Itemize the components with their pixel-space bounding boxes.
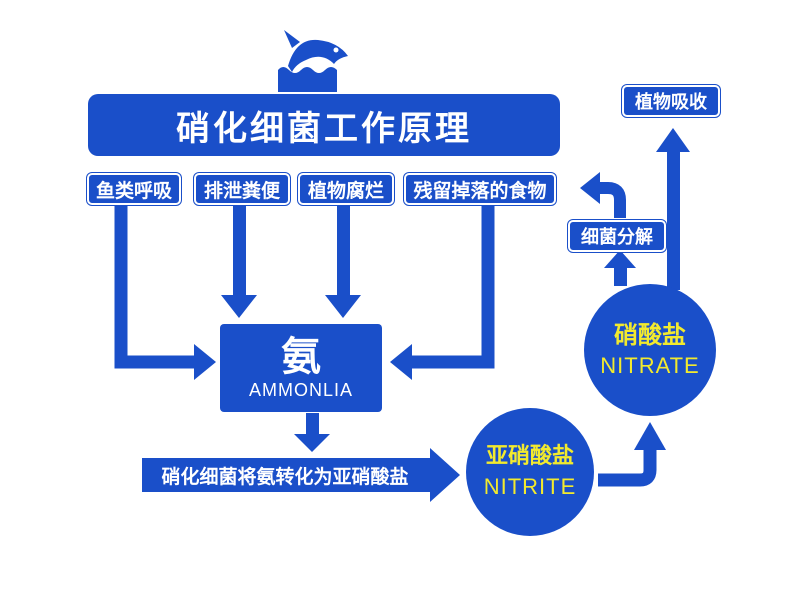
plant-absorb-box: 植物吸收 [622,85,720,117]
source-leftover-food: 残留掉落的食物 [404,173,556,205]
bacteria-decompose-box: 细菌分解 [568,220,666,252]
page-title: 硝化细菌工作原理 [88,94,560,156]
nitrite-circle: 亚硝酸盐 NITRITE [466,408,594,536]
nitrate-circle: 硝酸盐 NITRATE [584,284,716,416]
nitrite-cn-label: 亚硝酸盐 [485,444,574,469]
arrow-fish-breath [114,205,196,369]
conversion-label: 硝化细菌将氨转化为亚硝酸盐 [161,465,409,488]
ammonia-box: 氨 AMMONLIA [220,324,382,412]
fish-icon [278,30,348,92]
nitrate-en-label: NITRATE [600,353,700,378]
source-fish-breath: 鱼类呼吸 [87,173,181,205]
ammonia-cn-label: 氨 [281,334,321,380]
ammonia-en-label: AMMONLIA [248,380,353,400]
source-plant-decay: 植物腐烂 [298,173,394,205]
nitrate-cn-label: 硝酸盐 [614,321,686,349]
source-excrement: 排泄粪便 [194,173,290,205]
nitrite-en-label: NITRITE [483,474,577,499]
